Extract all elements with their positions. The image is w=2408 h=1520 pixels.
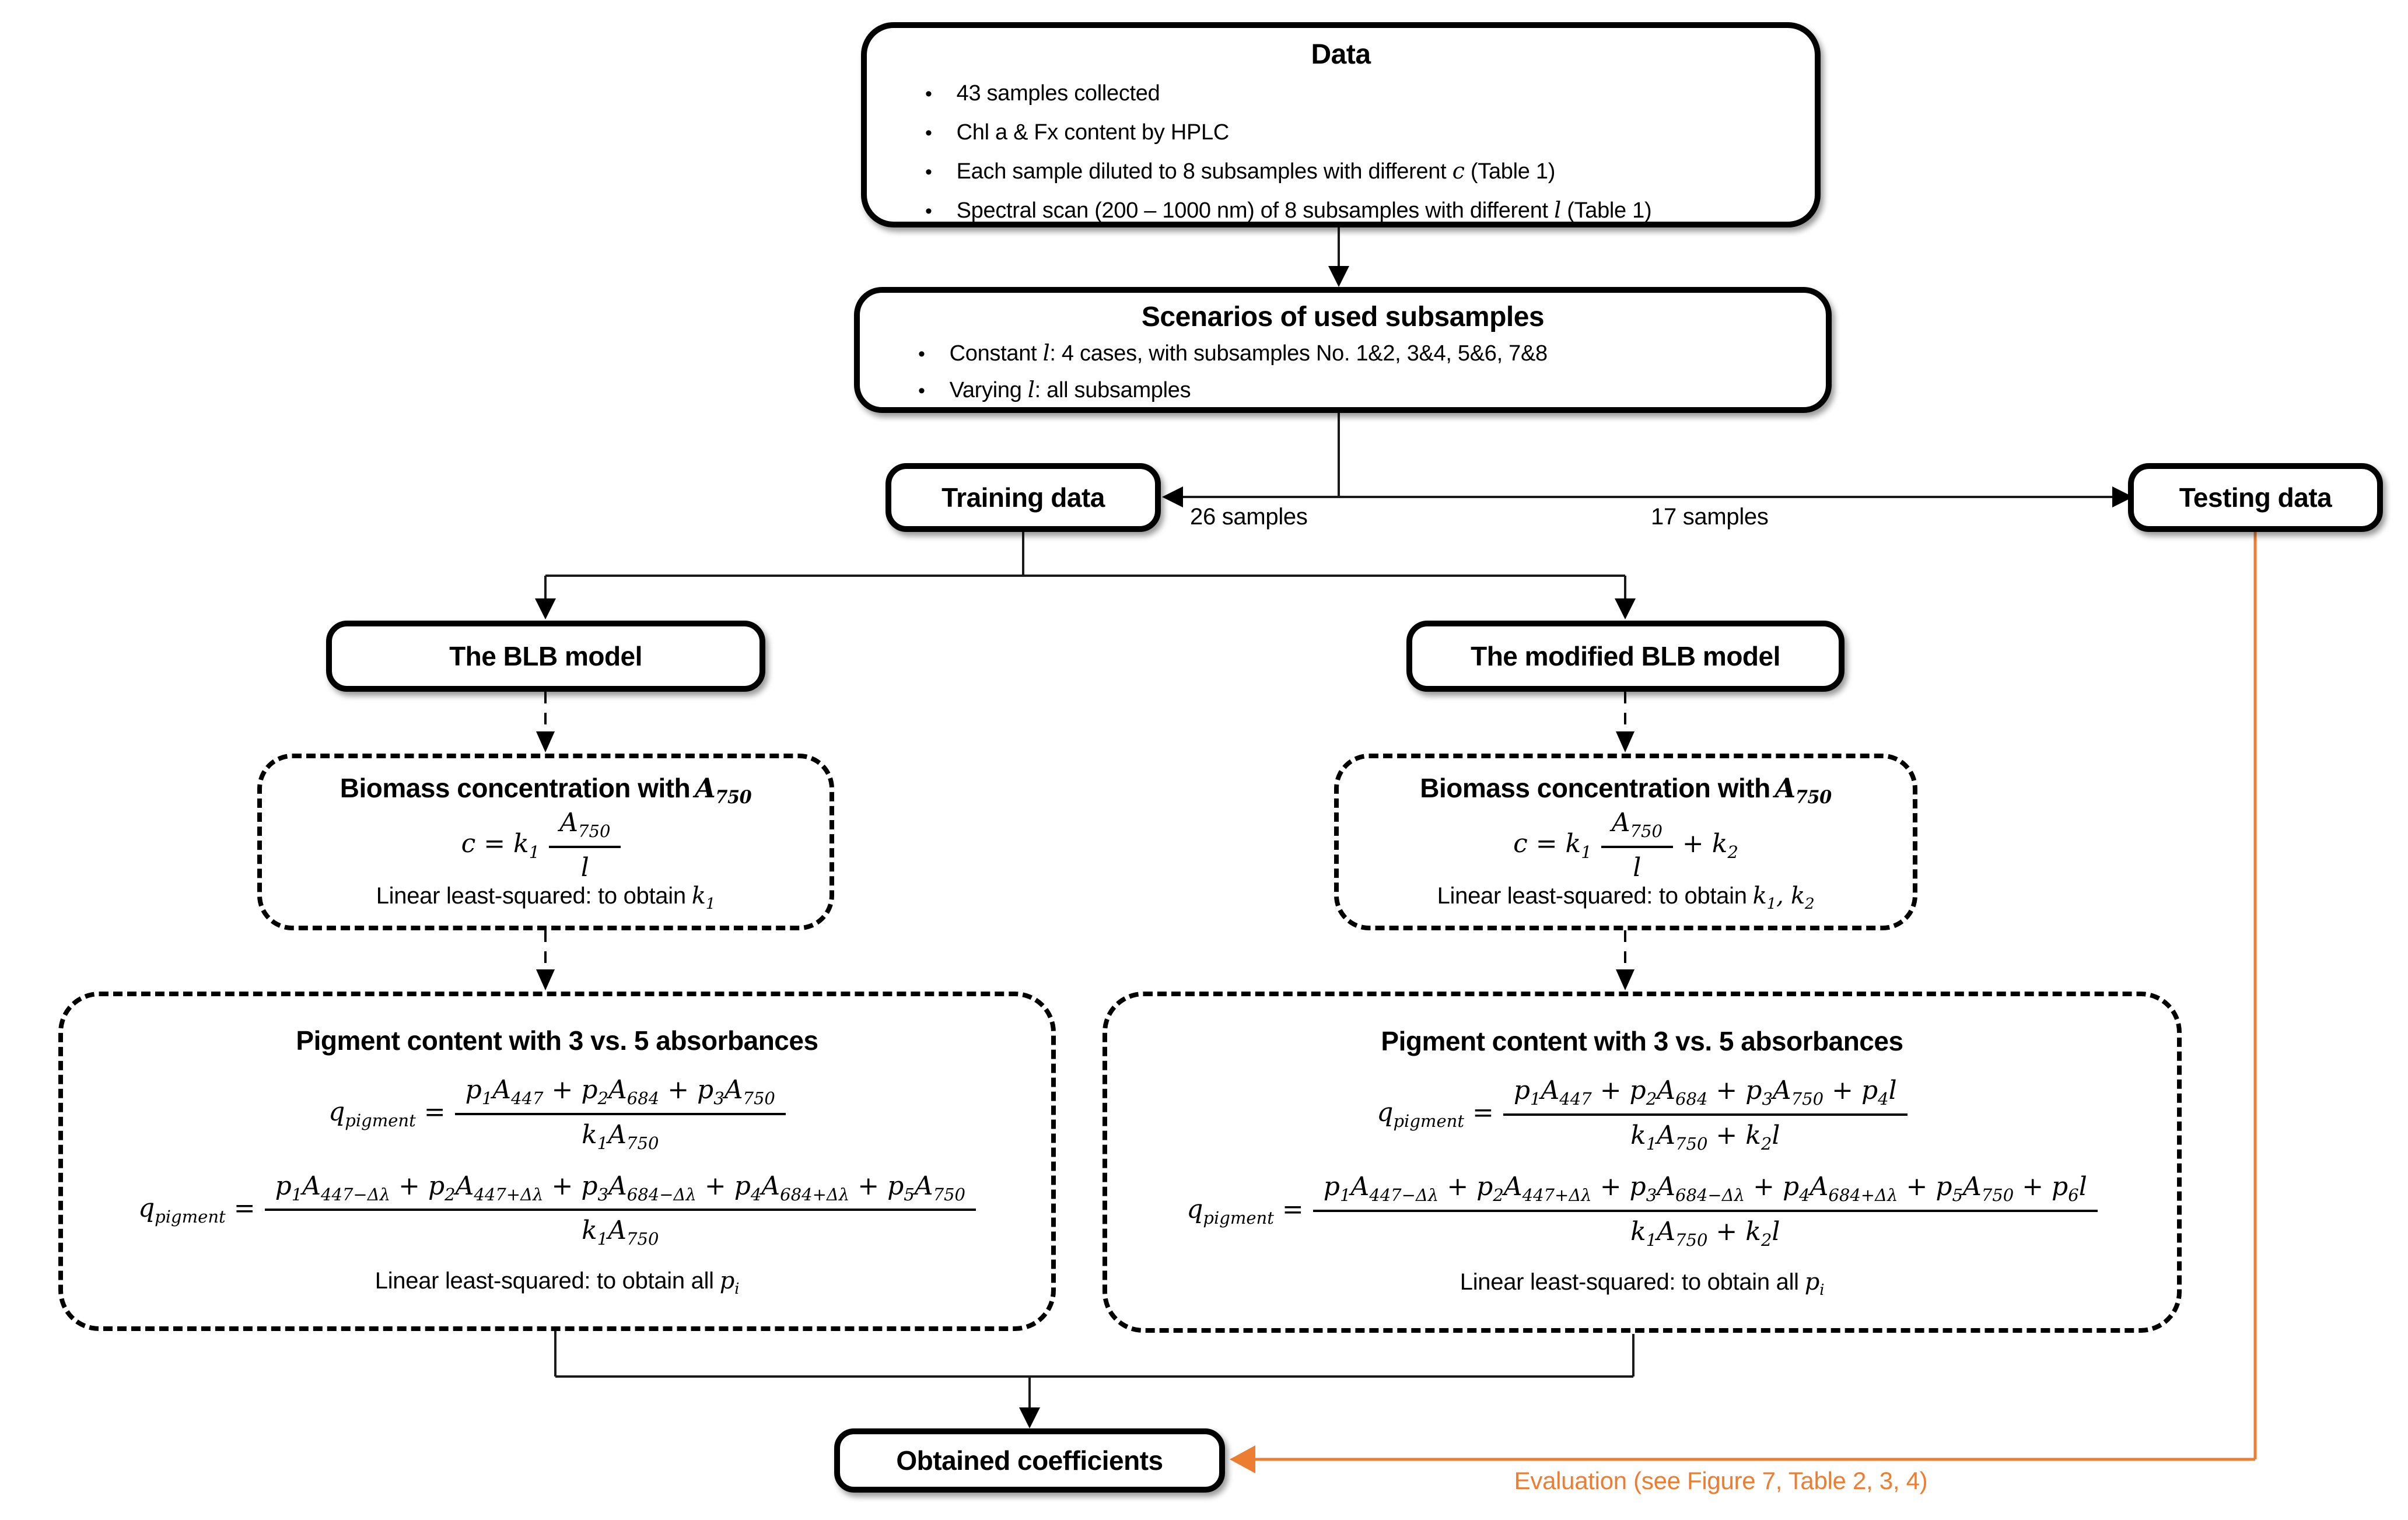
fraction: A750 l bbox=[549, 808, 621, 882]
bullet-text: Spectral scan (200 – 1000 nm) of 8 subsa… bbox=[956, 197, 1652, 223]
scenarios-bullet-list: • Constant l: 4 cases, with subsamples No… bbox=[886, 340, 1800, 403]
fraction: A750 l bbox=[1601, 808, 1673, 882]
pigment-blb-title: Pigment content with 3 vs. 5 absorbances bbox=[296, 1025, 818, 1056]
list-item: • Each sample diluted to 8 subsamples wit… bbox=[925, 158, 1789, 184]
list-item: • Varying l: all subsamples bbox=[918, 377, 1800, 403]
pigment-modified-eq5: qpigment = p1A447−Δλ + p2A447+Δλ + p3A68… bbox=[1186, 1172, 2098, 1250]
node-scenarios: Scenarios of used subsamples • Constant l… bbox=[854, 287, 1832, 413]
biomass-blb-title: Biomass concentration with A750 bbox=[340, 772, 752, 808]
node-pigment-blb: Pigment content with 3 vs. 5 absorbances… bbox=[58, 992, 1056, 1331]
biomass-blb-equation: c = k1 A750 l bbox=[461, 808, 631, 882]
fraction: p1A447 + p2A684 + p3A750 + p4l k1A750 + … bbox=[1503, 1076, 1908, 1154]
fraction: p1A447 + p2A684 + p3A750 k1A750 bbox=[454, 1075, 786, 1153]
arrowhead-data-to-scenarios bbox=[1328, 266, 1349, 287]
testing-label: Testing data bbox=[2179, 482, 2332, 513]
list-item: • Chl a & Fx content by HPLC bbox=[925, 119, 1789, 145]
list-item: • 43 samples collected bbox=[925, 80, 1789, 106]
arrowhead-biomass-to-pigment-left bbox=[536, 969, 555, 990]
bullet-text: Varying l: all subsamples bbox=[949, 377, 1191, 402]
data-bullet-list: • 43 samples collected • Chl a & Fx conten… bbox=[892, 80, 1789, 223]
list-item: • Spectral scan (200 – 1000 nm) of 8 subs… bbox=[925, 197, 1789, 223]
edge-label-testing-samples: 17 samples bbox=[1651, 504, 1769, 530]
pigment-blb-eq5: qpigment = p1A447−Δλ + p2A447+Δλ + p3A68… bbox=[138, 1171, 976, 1249]
biomass-modified-note: Linear least-squared: to obtain k1, k2 bbox=[1437, 882, 1815, 913]
node-training-data: Training data bbox=[886, 463, 1161, 532]
biomass-modified-equation: c = k1 A750 l + k2 bbox=[1513, 808, 1738, 882]
bullet-text: Chl a & Fx content by HPLC bbox=[956, 120, 1230, 145]
arrowhead-modblb-to-biomass bbox=[1616, 731, 1634, 752]
pigment-modified-note: Linear least-squared: to obtain all pi bbox=[1460, 1269, 1825, 1299]
bullet-icon: • bbox=[925, 83, 932, 105]
arrowhead-to-blb bbox=[535, 598, 556, 619]
bullet-icon: • bbox=[918, 380, 925, 402]
arrowhead-to-obtained bbox=[1019, 1407, 1040, 1428]
node-pigment-modified: Pigment content with 3 vs. 5 absorbances… bbox=[1102, 992, 2182, 1333]
arrowhead-biomass-to-pigment-right bbox=[1616, 969, 1634, 990]
node-obtained-coefficients: Obtained coefficients bbox=[834, 1428, 1225, 1493]
arrowhead-to-modified-blb bbox=[1615, 598, 1636, 619]
edge-label-evaluation: Evaluation (see Figure 7, Table 2, 3, 4) bbox=[1514, 1467, 1928, 1494]
pigment-blb-eq3: qpigment = p1A447 + p2A684 + p3A750 k1A7… bbox=[328, 1075, 786, 1153]
pigment-modified-title: Pigment content with 3 vs. 5 absorbances bbox=[1381, 1025, 1903, 1056]
node-testing-data: Testing data bbox=[2128, 463, 2383, 532]
node-data: Data • 43 samples collected • Chl a & Fx c… bbox=[861, 22, 1821, 227]
edge-label-training-samples: 26 samples bbox=[1190, 504, 1308, 530]
pigment-blb-note: Linear least-squared: to obtain all pi bbox=[374, 1267, 740, 1298]
node-blb-model: The BLB model bbox=[326, 621, 765, 692]
training-label: Training data bbox=[942, 482, 1105, 513]
fraction: p1A447−Δλ + p2A447+Δλ + p3A684−Δλ + p4A6… bbox=[1312, 1172, 2098, 1250]
blb-label: The BLB model bbox=[449, 641, 642, 671]
bullet-text: 43 samples collected bbox=[956, 81, 1160, 106]
bullet-icon: • bbox=[918, 343, 925, 365]
arrowhead-blb-to-biomass bbox=[536, 731, 555, 752]
obtained-label: Obtained coefficients bbox=[896, 1445, 1163, 1476]
orange-arrowhead-evaluation bbox=[1230, 1445, 1255, 1473]
bullet-text: Constant l: 4 cases, with subsamples No.… bbox=[949, 340, 1548, 366]
arrowhead-to-training bbox=[1162, 486, 1183, 507]
node-biomass-modified: Biomass concentration with A750 c = k1 A… bbox=[1334, 754, 1917, 930]
bullet-text: Each sample diluted to 8 subsamples with… bbox=[956, 158, 1556, 184]
list-item: • Constant l: 4 cases, with subsamples No… bbox=[918, 340, 1800, 366]
bullet-icon: • bbox=[925, 122, 932, 144]
modified-blb-label: The modified BLB model bbox=[1471, 641, 1780, 671]
pigment-modified-eq3: qpigment = p1A447 + p2A684 + p3A750 + p4… bbox=[1377, 1076, 1908, 1154]
biomass-blb-note: Linear least-squared: to obtain k1 bbox=[376, 882, 716, 913]
biomass-modified-title: Biomass concentration with A750 bbox=[1420, 772, 1832, 808]
node-biomass-blb: Biomass concentration with A750 c = k1 A… bbox=[257, 754, 834, 930]
bullet-icon: • bbox=[925, 200, 932, 222]
data-title: Data bbox=[1311, 39, 1371, 70]
fraction: p1A447−Δλ + p2A447+Δλ + p3A684−Δλ + p4A6… bbox=[264, 1171, 976, 1249]
bullet-icon: • bbox=[925, 161, 932, 183]
node-modified-blb-model: The modified BLB model bbox=[1406, 621, 1845, 692]
scenarios-title: Scenarios of used subsamples bbox=[1141, 302, 1545, 332]
